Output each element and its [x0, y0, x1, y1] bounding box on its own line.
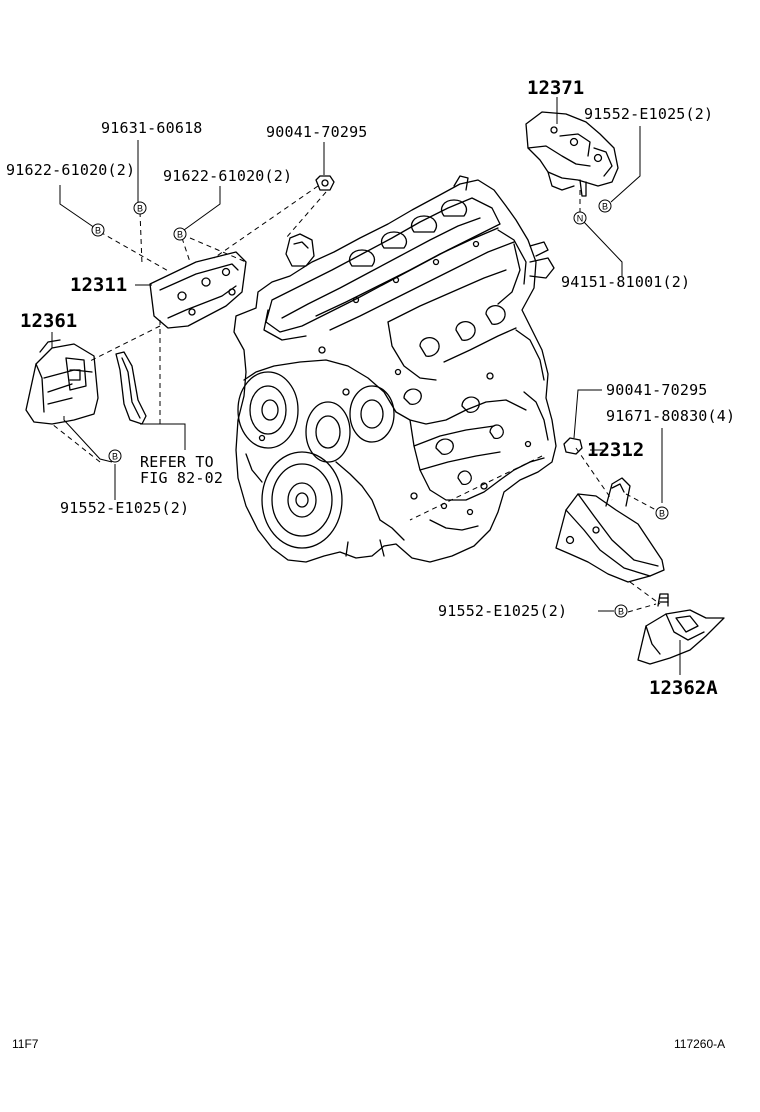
part-label-91552-top[interactable]: 91552-E1025(2) — [584, 105, 714, 123]
bolt-marker-icon: B — [598, 199, 612, 213]
engine-stay-illustration — [115, 351, 147, 425]
footer-figure-code-left: 11F7 — [12, 1037, 39, 1051]
part-label-12312[interactable]: 12312 — [587, 439, 645, 461]
bolt-marker-icon: B — [91, 223, 105, 237]
part-label-91622-left[interactable]: 91622-61020(2) — [6, 161, 136, 179]
part-label-91671[interactable]: 91671-80830(4) — [606, 407, 736, 425]
bolt-marker-letter: B — [659, 509, 665, 519]
part-label-91622-right[interactable]: 91622-61020(2) — [163, 167, 293, 185]
leader-lines — [51, 97, 681, 675]
bolt-marker-letter: B — [95, 226, 101, 236]
bolt-marker-icon: B — [133, 201, 147, 215]
engine-block-illustration — [233, 175, 557, 563]
bolt-marker-letter: B — [177, 230, 183, 240]
nut-90041-illustration — [315, 175, 335, 191]
part-label-12362a[interactable]: 12362A — [649, 677, 718, 699]
part-label-91552-left[interactable]: 91552-E1025(2) — [60, 499, 190, 517]
bolt-marker-letter: B — [112, 452, 118, 462]
part-label-12311[interactable]: 12311 — [70, 274, 128, 296]
mount-insulator-12362a-illustration — [637, 593, 725, 665]
refer-note-line2[interactable]: FIG 82-02 — [140, 469, 224, 487]
mount-insulator-12361-illustration — [25, 339, 99, 425]
part-label-91552-bottom[interactable]: 91552-E1025(2) — [438, 602, 568, 620]
part-label-12371[interactable]: 12371 — [527, 77, 585, 99]
bolt-marker-icon: B — [108, 449, 122, 463]
nut-90041-right-illustration — [563, 437, 583, 455]
bracket-12312-illustration — [555, 477, 665, 583]
footer-illustration-number: 117260-A — [674, 1037, 726, 1051]
bolt-marker-letter: B — [618, 607, 624, 617]
refer-note-line1: REFER TO — [140, 453, 214, 471]
part-label-12361[interactable]: 12361 — [20, 310, 78, 332]
fastener-markers: B B B B B N B — [91, 199, 669, 618]
bolt-marker-letter: B — [137, 204, 143, 214]
part-label-94151[interactable]: 94151-81001(2) — [561, 273, 691, 291]
bolt-marker-icon: B — [655, 506, 669, 520]
nut-marker-icon: N — [573, 211, 587, 225]
part-label-91631[interactable]: 91631-60618 — [101, 119, 203, 137]
nut-marker-letter: N — [577, 214, 584, 224]
mount-insulator-12371-illustration — [525, 111, 619, 197]
part-label-90041-top[interactable]: 90041-70295 — [266, 123, 368, 141]
dashed-assembly-lines — [51, 185, 661, 613]
bracket-12311-illustration — [149, 251, 247, 329]
bolt-marker-icon: B — [173, 227, 187, 241]
part-label-90041-right[interactable]: 90041-70295 — [606, 381, 708, 399]
bolt-marker-icon: B — [614, 604, 628, 618]
bolt-marker-letter: B — [602, 202, 608, 212]
refer-to-fig-note: REFER TO FIG 82-02 — [140, 454, 223, 486]
